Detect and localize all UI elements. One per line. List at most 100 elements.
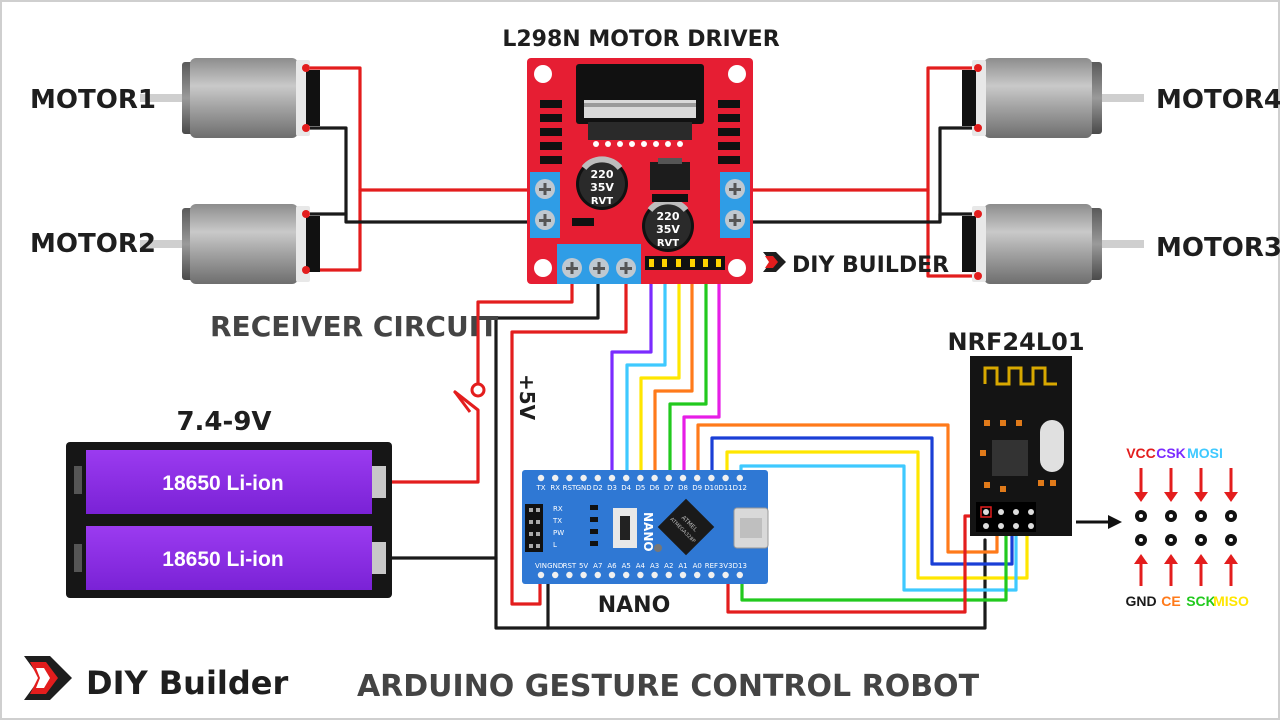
capacitor-1: 220 35V RVT — [576, 156, 628, 210]
capacitor-2-label: RVT — [657, 238, 679, 249]
nano-pin-label: A2 — [664, 562, 673, 570]
capacitor-1-label: RVT — [591, 196, 613, 207]
nano-pin-label: A5 — [622, 562, 631, 570]
capacitor-1-label: 220 — [591, 168, 614, 181]
nano-pin — [623, 571, 630, 579]
nano-pin — [537, 474, 545, 482]
nano-pin — [665, 474, 672, 482]
nano-pin-label: RX — [550, 484, 560, 492]
nano-pin-label: A1 — [678, 562, 687, 570]
motor2-label: MOTOR2 — [30, 229, 156, 259]
nano-pin — [722, 571, 729, 579]
nano-pin — [594, 571, 601, 579]
wires — [304, 66, 1029, 630]
legend-top-label: VCC — [1126, 445, 1156, 461]
nano-pin-label: D12 — [733, 484, 747, 492]
nano-label: NANO — [598, 593, 671, 618]
nano-pin — [694, 571, 701, 579]
five-volt-label: +5V — [515, 374, 539, 421]
terminal-right — [720, 172, 750, 238]
nano-pin — [608, 474, 616, 482]
nano-led-label: PW — [553, 529, 564, 537]
nano-led — [590, 517, 598, 522]
nano-pin — [580, 571, 587, 579]
nano-pin-label: A3 — [650, 562, 659, 570]
legend-bottom-label: SCK — [1186, 593, 1216, 609]
nano-pin-label: RST — [563, 562, 577, 570]
nano-pin-label: D8 — [678, 484, 688, 492]
motor4-label: MOTOR4 — [1156, 85, 1280, 115]
nano-pin — [722, 474, 729, 482]
legend-bottom-label: MISO — [1213, 593, 1249, 609]
legend-bottom-label: GND — [1125, 593, 1156, 609]
nano-pin-label: D9 — [692, 484, 702, 492]
motor-4 — [962, 58, 1144, 138]
nano-pin — [566, 571, 573, 579]
nano-pin — [665, 571, 672, 579]
nrf-label: NRF24L01 — [947, 328, 1084, 356]
nano-pin — [537, 571, 545, 579]
nano-pin-label: D13 — [733, 562, 747, 570]
nano-pin-label: VIN — [535, 562, 547, 570]
nano-pin — [637, 474, 644, 482]
nano-pin-label: A6 — [607, 562, 617, 570]
nano-led — [590, 505, 598, 510]
nano-pin — [566, 474, 573, 482]
brand-small-text: DIY BUILDER — [792, 253, 949, 278]
nano-pin-label: A0 — [693, 562, 702, 570]
nano-pin-label: D11 — [718, 484, 732, 492]
nano-pin — [552, 474, 559, 482]
motor-3 — [962, 204, 1144, 284]
nano-pin-label: TX — [535, 484, 545, 492]
nano-pin — [679, 474, 687, 482]
brand-large-text: DIY Builder — [86, 664, 289, 702]
nano-pin — [594, 474, 601, 482]
nano-pin-label: D10 — [704, 484, 718, 492]
nano-pin-label: D7 — [664, 484, 674, 492]
motor1-label: MOTOR1 — [30, 85, 156, 115]
nano-pin — [651, 571, 658, 579]
capacitor-2-label: 35V — [656, 223, 680, 236]
legend-top-label: MOSI — [1187, 445, 1223, 461]
nano-pin-label: D2 — [593, 484, 603, 492]
receiver-circuit-label: RECEIVER CIRCUIT — [210, 310, 498, 343]
nano-pin-label: D3 — [607, 484, 617, 492]
nano-pin-label: RST — [563, 484, 577, 492]
motor3-label: MOTOR3 — [1156, 233, 1280, 263]
nano-led — [590, 541, 598, 546]
nano-led — [590, 529, 598, 534]
driver-title: L298N MOTOR DRIVER — [502, 27, 779, 52]
nano-pin — [637, 571, 644, 579]
nano-pin — [552, 571, 559, 579]
brand-logo-large: DIY Builder — [24, 656, 289, 702]
nano-pin — [736, 474, 743, 482]
nano-pin — [580, 474, 587, 482]
legend-top-label: CSK — [1156, 445, 1186, 461]
nano-pin-label: GND — [547, 562, 563, 570]
nano-led-label: RX — [553, 505, 563, 513]
terminal-left — [530, 172, 560, 238]
nano-pin-label: REF — [705, 562, 718, 570]
terminal-power — [557, 244, 641, 284]
l298n-driver: 220 35V RVT 220 35V RVT — [527, 58, 753, 284]
nano-led-label: L — [553, 541, 557, 549]
nano-pin — [708, 571, 715, 579]
arrow-icon — [1076, 515, 1122, 529]
footer-title: ARDUINO GESTURE CONTROL ROBOT — [357, 669, 980, 704]
nano-pin — [708, 474, 715, 482]
nano-pin-label: A7 — [593, 562, 602, 570]
nano-label-on-board: NANO — [641, 512, 655, 552]
battery-voltage-label: 7.4-9V — [176, 407, 271, 437]
battery-cell-2-label: 18650 Li-ion — [162, 548, 283, 571]
nano-pin-label: A4 — [636, 562, 646, 570]
power-switch — [453, 382, 486, 413]
motor-2 — [140, 204, 320, 284]
capacitor-1-label: 35V — [590, 181, 614, 194]
motor-1 — [140, 58, 320, 138]
nano-pin-label: D6 — [650, 484, 660, 492]
